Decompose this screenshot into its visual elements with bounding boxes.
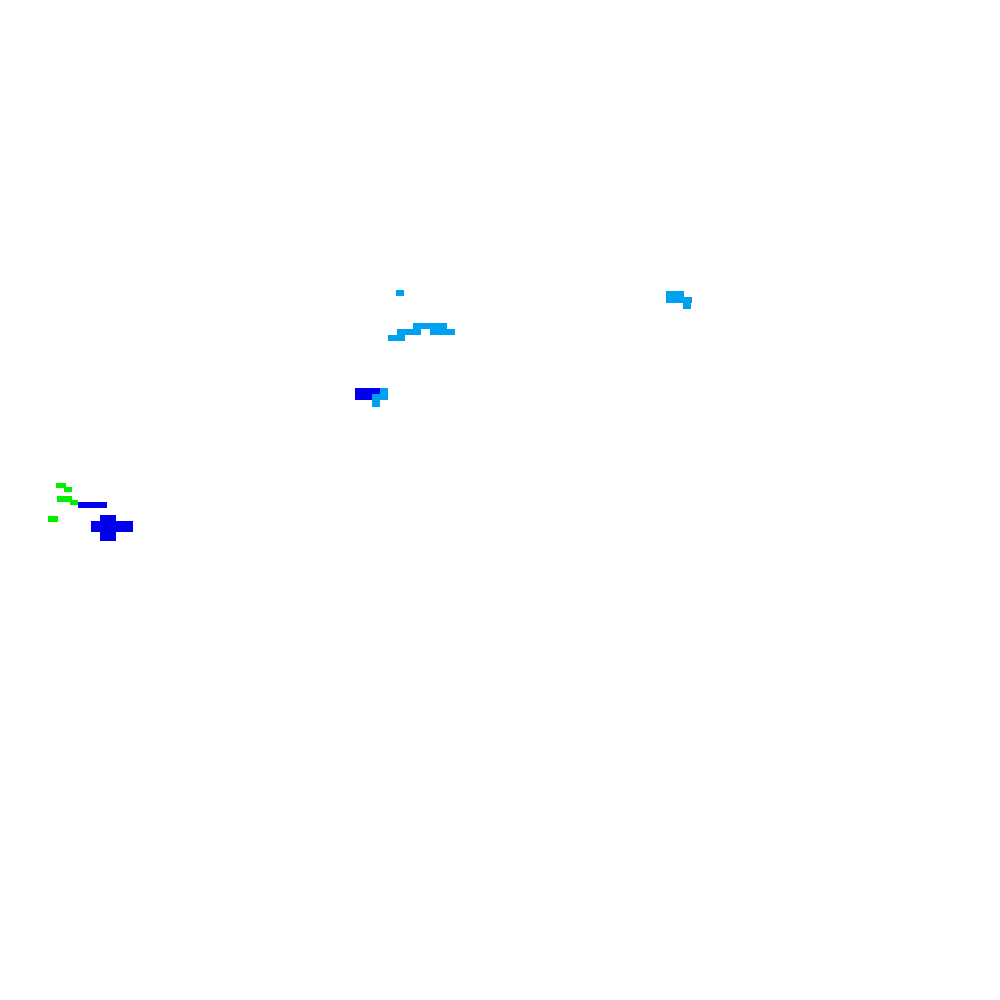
light-blue-region-central bbox=[388, 323, 455, 341]
light-blue-region-east bbox=[666, 291, 692, 309]
light-blue-region-north bbox=[396, 290, 404, 296]
blue-region-west bbox=[78, 502, 133, 541]
blue-light-blue-region-mid bbox=[355, 388, 388, 407]
green-region-west bbox=[48, 483, 78, 522]
